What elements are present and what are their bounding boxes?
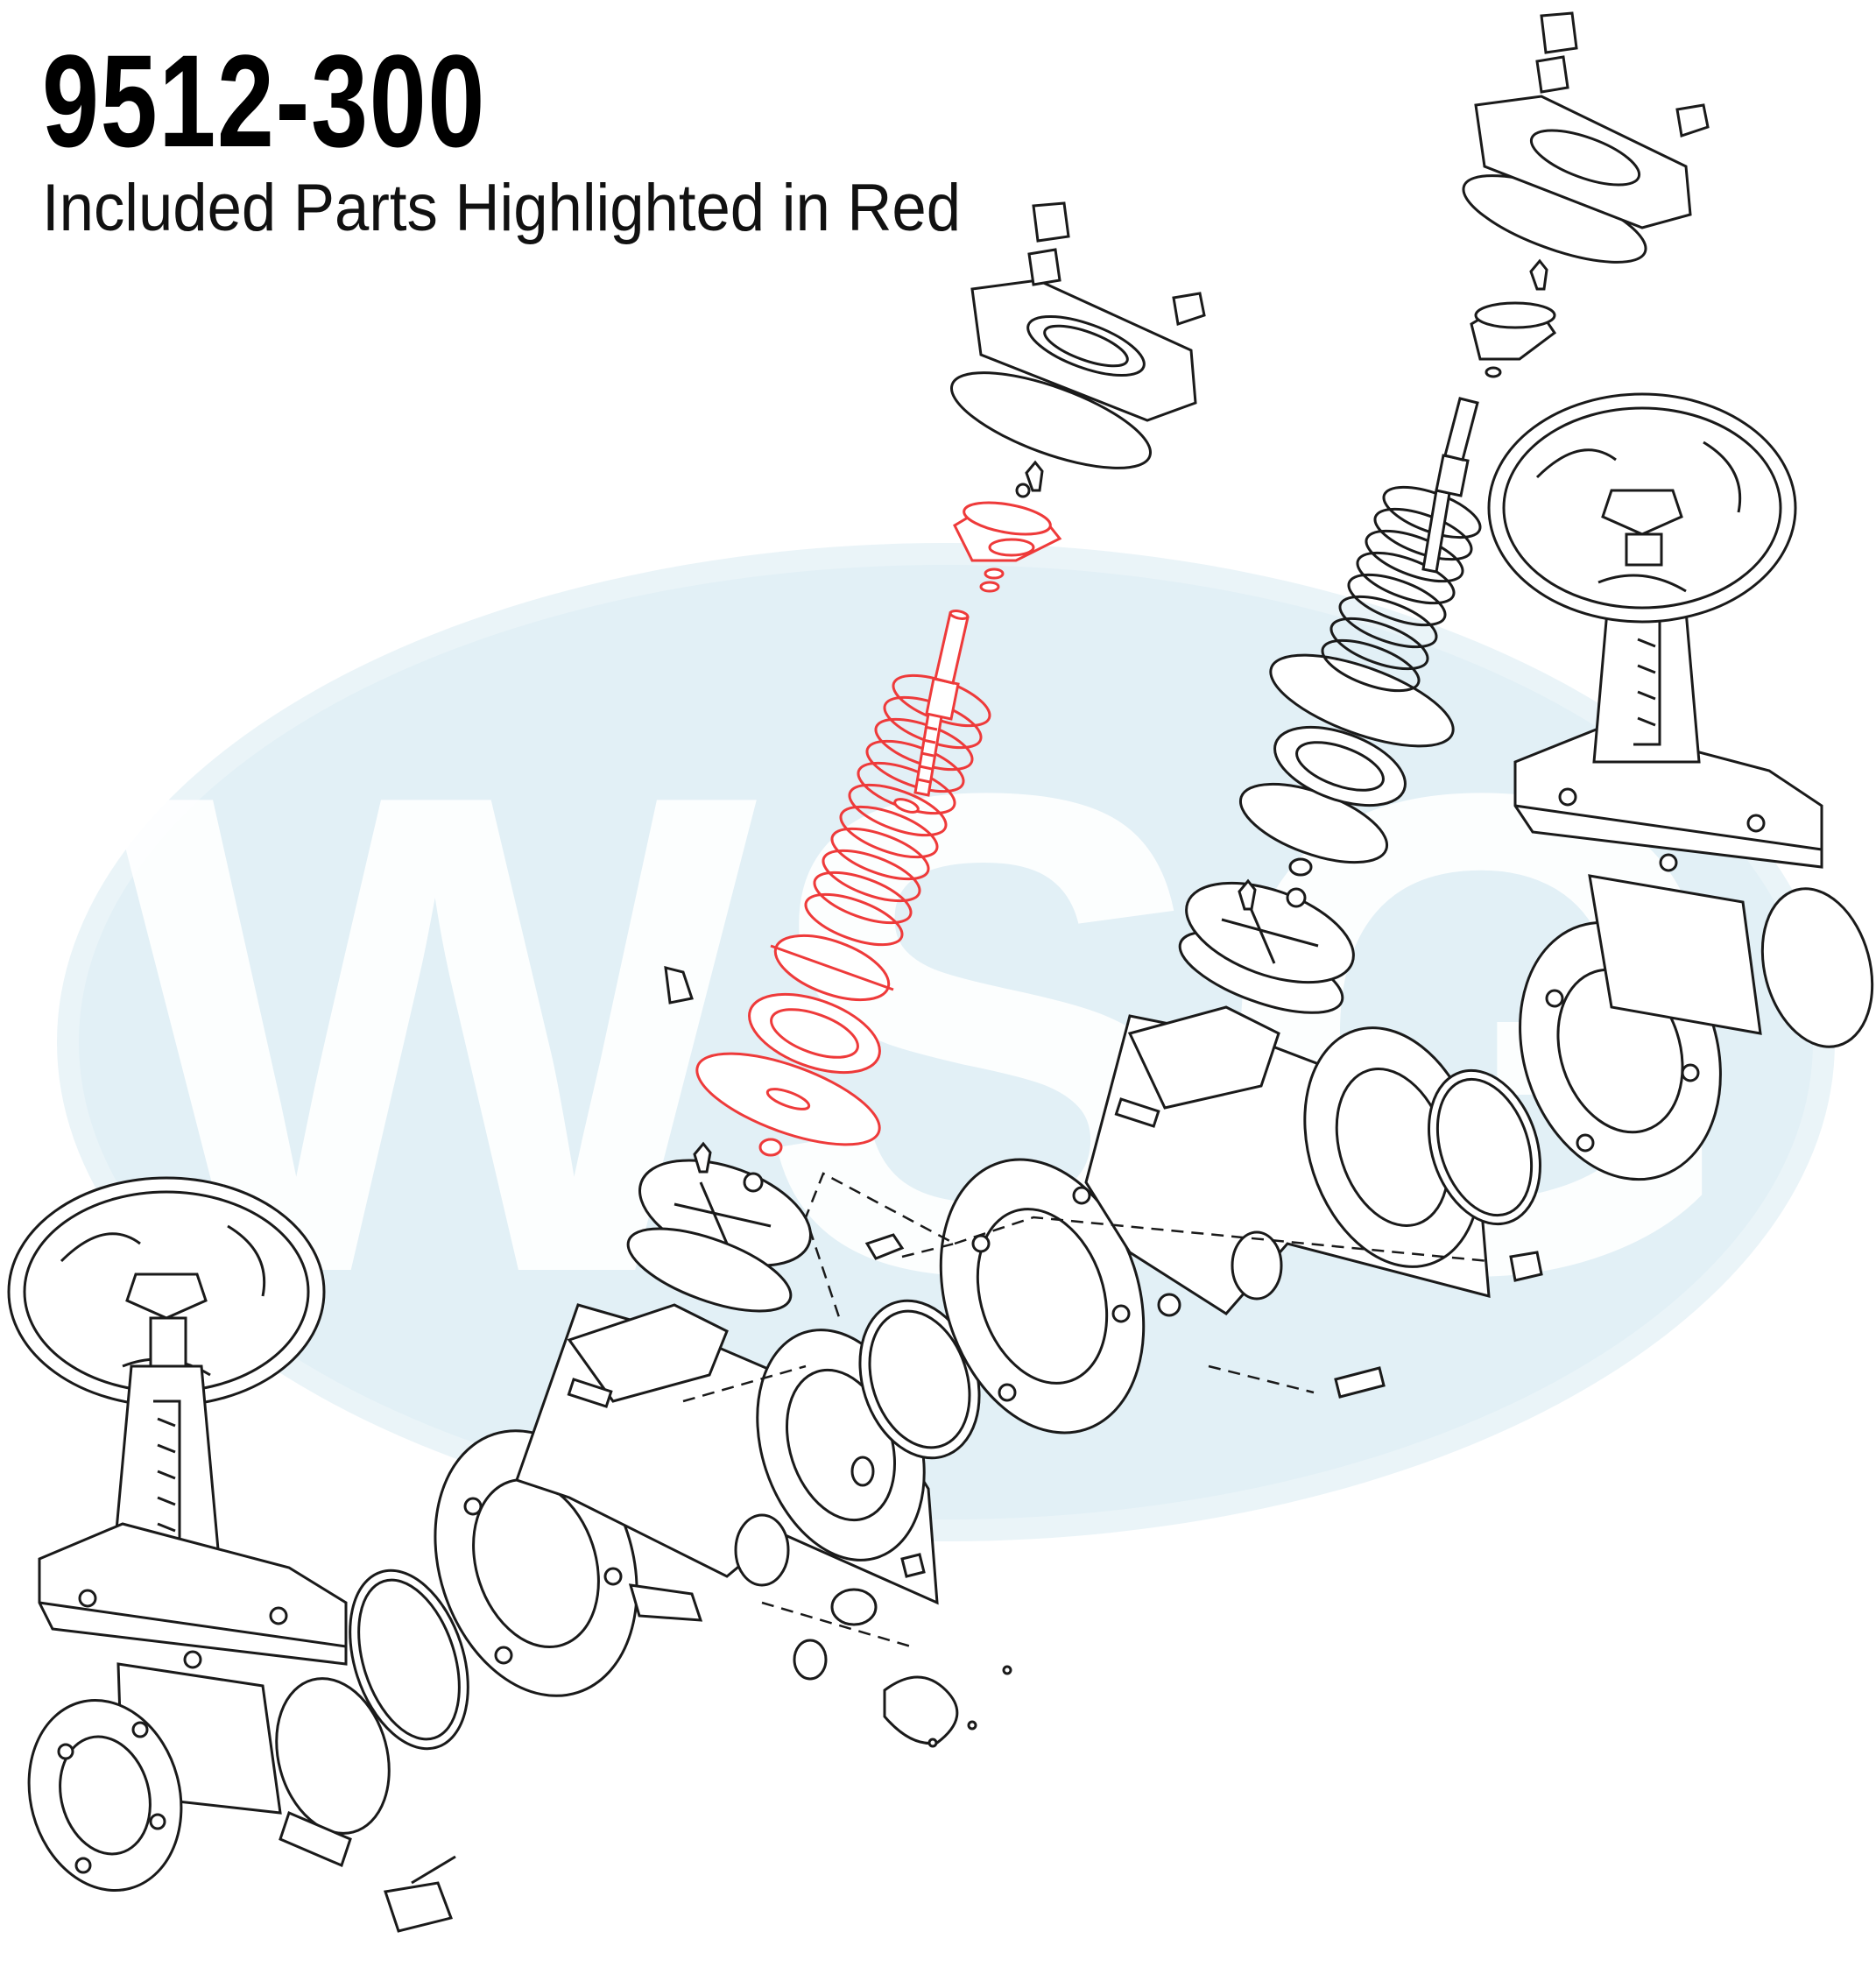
left-upper-plug <box>1027 248 1061 286</box>
right-upper-screw <box>1529 258 1548 291</box>
test-cock-cap <box>883 1675 959 1745</box>
assembly-lines <box>682 1172 1490 1748</box>
left-nipple <box>279 1810 352 1868</box>
right-upper-plug <box>1535 55 1569 94</box>
right-plug <box>1509 1251 1543 1282</box>
left-upper-oring <box>949 371 1153 469</box>
red-stem-washer <box>893 798 920 814</box>
header: 9512-300 Included Parts Highlighted in R… <box>42 35 1030 246</box>
included-parts-red <box>695 501 1062 1157</box>
right-upper-bolt <box>1675 103 1710 137</box>
left-cover-oring <box>626 1227 793 1313</box>
check-body-right-cover-boss <box>1127 1005 1280 1110</box>
left-upper-wingnut <box>1032 201 1070 243</box>
test-cock-oring-small <box>793 1639 828 1681</box>
red-stem-hex <box>925 677 960 721</box>
left-cover-screw <box>693 1141 712 1174</box>
red-oring-small <box>979 581 1000 593</box>
right-spring <box>1321 485 1482 693</box>
left-test-port <box>734 1513 790 1587</box>
right-gate-valve <box>1428 392 1874 1226</box>
left-upper-cover <box>949 201 1206 498</box>
right-upper-wingnut <box>1540 11 1578 54</box>
right-flange-rear <box>1760 887 1874 1048</box>
left-check-parts <box>626 1141 812 1313</box>
right-body-bolt <box>1334 1366 1386 1399</box>
subtitle: Included Parts Highlighted in Red <box>42 171 962 245</box>
test-cock-oring-large <box>830 1588 878 1626</box>
check-body-right <box>858 1005 1543 1460</box>
right-disc-holder <box>1269 653 1455 748</box>
small-nut-right <box>900 1553 926 1578</box>
right-cover-screw <box>1238 878 1257 911</box>
right-handwheel-nut <box>1601 489 1683 536</box>
right-check-parts <box>1178 11 1710 1014</box>
red-nut <box>758 1138 783 1157</box>
small-plug-left <box>864 1233 905 1260</box>
left-bonnet <box>38 1522 348 1666</box>
right-valve-body <box>1588 874 1762 1035</box>
red-spring <box>804 673 991 947</box>
left-flange-rear <box>275 1677 391 1835</box>
part-number-title: 9512-300 <box>42 27 486 174</box>
left-upper-bolt <box>1172 292 1206 326</box>
left-ball-valve <box>384 1881 453 1933</box>
left-upper-screw <box>1025 460 1044 492</box>
right-test-port <box>1231 1230 1283 1301</box>
left-test-cock <box>628 1583 703 1622</box>
check-body-left <box>515 966 939 1622</box>
left-gate-valve <box>7 1176 456 1933</box>
left-handwheel-nut <box>125 1272 208 1320</box>
